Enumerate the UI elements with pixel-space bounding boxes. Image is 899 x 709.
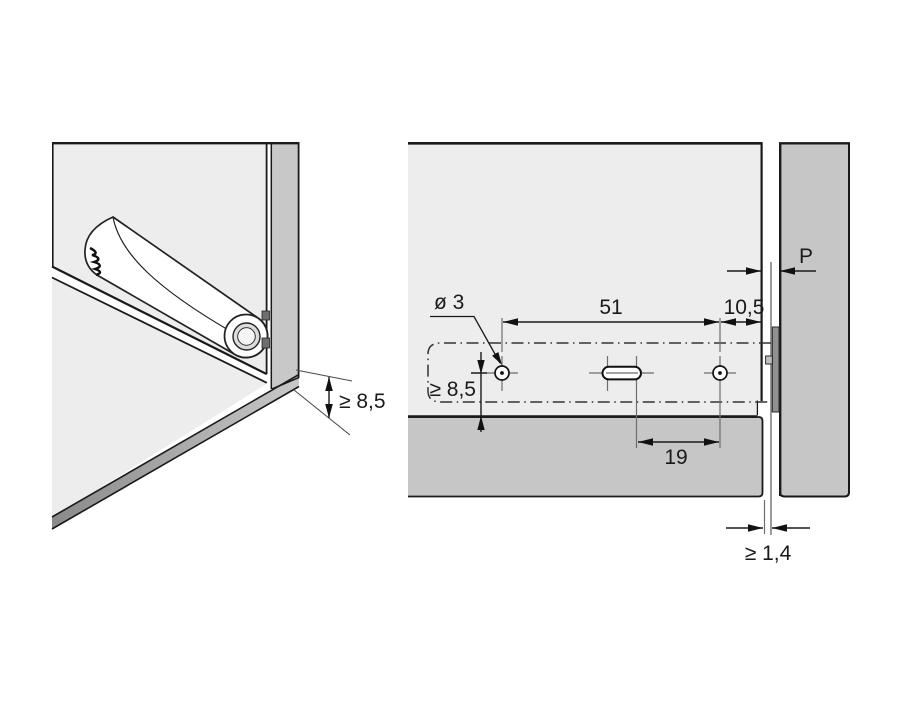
slot-pitch-label: 19 <box>664 446 687 469</box>
dimension-arrow <box>704 438 719 446</box>
extension-line <box>293 389 351 436</box>
hole-pitch-dimension: 51 <box>503 296 719 326</box>
isometric-view: ≥ 8,5 <box>51 142 386 530</box>
damper-plunger <box>237 327 256 346</box>
brand-mark <box>89 246 102 277</box>
mounting-clip-bottom <box>261 337 270 349</box>
reveal-dimension: ≥ 1,4 <box>726 524 810 565</box>
damper-scoop-curve <box>112 216 231 332</box>
front-gap-label: P <box>799 245 813 268</box>
bottom-panel-outline <box>408 416 764 498</box>
door-bottom-edge-line <box>51 265 268 376</box>
iso-clearance-label: ≥ 8,5 <box>339 390 386 413</box>
dimension-arrow <box>721 318 736 326</box>
edge-band-outline <box>51 373 300 530</box>
edge-notch <box>758 400 763 416</box>
bottom-front-edge-band <box>52 374 299 529</box>
hole-pitch-label: 51 <box>599 296 622 319</box>
drilling-template-outline <box>427 342 771 403</box>
damper-side-profile <box>771 326 780 413</box>
mounting-clip-top <box>261 310 270 321</box>
elevation-view: ø 3 51 10,5 P ≥ 8,5 <box>408 142 850 565</box>
dimension-arrow <box>325 404 333 418</box>
dimension-arrow <box>772 524 787 532</box>
dimension-arrow <box>746 318 761 326</box>
dimension-arrow <box>746 267 761 275</box>
bottom-clearance-label: ≥ 8,5 <box>429 378 476 401</box>
dimension-arrow <box>748 524 763 532</box>
slot-pitch-dimension: 19 <box>638 438 719 469</box>
leader-line <box>430 315 501 364</box>
leader-arrow <box>492 352 502 365</box>
bottom-clearance-dimension: ≥ 8,5 <box>429 352 487 432</box>
bottom-panel-fill <box>408 417 763 497</box>
door-back-edge <box>779 142 850 496</box>
dimension-arrow <box>704 318 719 326</box>
fixing-points <box>494 365 728 381</box>
extension-line <box>295 369 353 382</box>
dimension-arrow <box>325 377 333 391</box>
dimension-arrow <box>477 416 485 430</box>
cabinet-side-face <box>408 143 762 416</box>
dimension-arrow <box>780 267 795 275</box>
dimension-arrow <box>477 360 485 374</box>
side-strip-bottom-edge <box>271 376 300 390</box>
dimension-arrow <box>638 438 653 446</box>
dimension-arrow <box>503 318 518 326</box>
reveal-label: ≥ 1,4 <box>745 542 792 565</box>
soft-close-damper <box>84 216 270 359</box>
damper-pin <box>765 355 773 365</box>
hole-diameter-label: ø 3 <box>434 291 464 314</box>
screw-hole-right-center <box>718 371 722 375</box>
hole-diameter-dimension: ø 3 <box>430 291 502 365</box>
floor-back-edge-line <box>51 276 268 384</box>
screw-hole-left-center <box>500 371 504 375</box>
cabinet-bottom-top-face <box>52 278 267 518</box>
front-gap-dimension: P <box>727 245 816 275</box>
iso-clearance-dimension: ≥ 8,5 <box>293 369 386 436</box>
edge-distance-label: 10,5 <box>724 296 765 319</box>
cabinet-side-edge-strip <box>272 142 299 389</box>
edge-distance-dimension: 10,5 <box>721 296 764 326</box>
door-section-fill <box>780 143 849 497</box>
